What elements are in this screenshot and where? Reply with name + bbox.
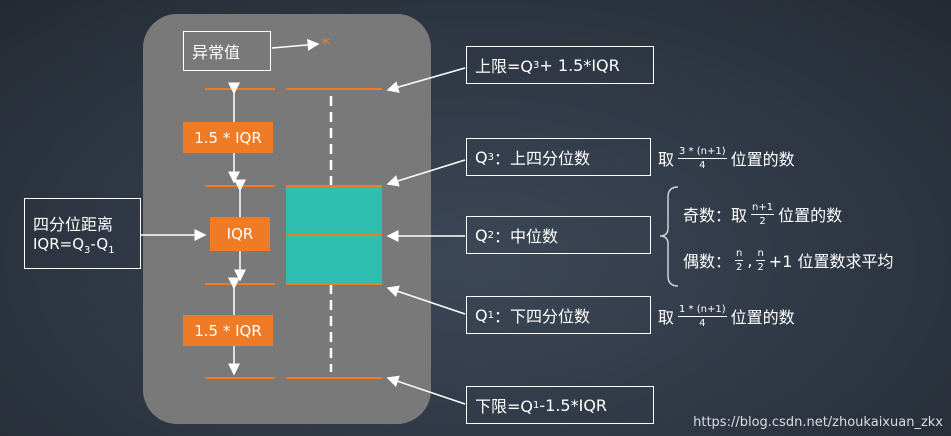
- q3-arrow: [386, 159, 466, 187]
- lower-1.5iqr-label: 1.5 * IQR: [183, 315, 273, 346]
- q1-arrow: [386, 285, 466, 315]
- outlier-marker: *: [321, 33, 330, 55]
- outlier-label: 异常值: [192, 43, 241, 62]
- lower-limit-arrow: [386, 375, 466, 405]
- q1-fraction: 1 * (n+1)4: [678, 303, 727, 329]
- outlier-label-box: 异常值: [183, 31, 271, 71]
- watermark-url: https://blog.csdn.net/zhoukaixuan_zkx: [693, 415, 943, 430]
- q2-brace: [659, 186, 679, 287]
- outlier-arrow: [271, 38, 320, 51]
- q1-position-note: 取 1 * (n+1)4 位置的数: [658, 303, 795, 329]
- q3-fraction: 3 * (n+1)4: [678, 145, 727, 171]
- iqr-definition-formula: IQR=Q3-Q1: [33, 235, 115, 256]
- upper-limit-arrow: [386, 67, 466, 93]
- iqr-definition-box: 四分位距离 IQR=Q3-Q1: [24, 198, 141, 269]
- upper-1.5iqr-label: 1.5 * IQR: [183, 122, 273, 153]
- iqr-label: IQR: [210, 217, 270, 251]
- iqr-box-upper: [286, 186, 382, 234]
- iqr-definition-title: 四分位距离: [33, 215, 114, 234]
- iqr-box-lower: [286, 236, 382, 284]
- q3-position-note: 取 3 * (n+1)4 位置的数: [658, 145, 795, 171]
